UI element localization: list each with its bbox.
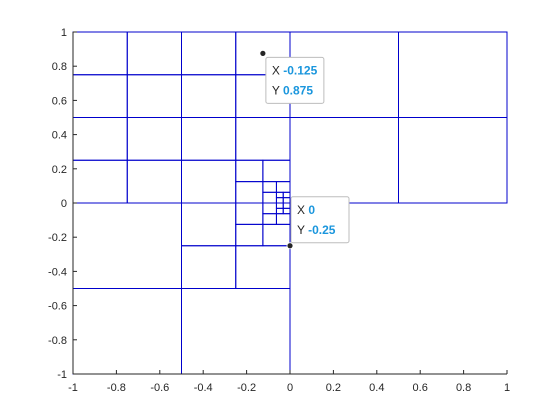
x-tick-label: 0.2 xyxy=(326,382,341,394)
mesh-cell xyxy=(262,213,277,225)
y-tick-label: 0.6 xyxy=(52,95,67,107)
mesh-cell xyxy=(235,181,264,204)
mesh-cell xyxy=(72,74,128,118)
datatip-box xyxy=(265,56,325,104)
y-tick-label: 0.2 xyxy=(52,164,67,176)
mesh-cell xyxy=(72,117,128,161)
mesh-cell xyxy=(181,245,237,289)
mesh-cell xyxy=(72,159,128,204)
mesh-cell xyxy=(398,31,508,118)
datatip-x-label: X xyxy=(297,203,308,217)
x-tick-label: -0.8 xyxy=(107,382,126,394)
y-tick-label: -0.2 xyxy=(48,232,67,244)
y-tick-label: 0.4 xyxy=(52,130,67,142)
y-tick-label: -0.4 xyxy=(48,266,67,278)
datatip-marker[interactable] xyxy=(286,242,294,250)
datatip-x-row: X 0 xyxy=(297,203,315,217)
datatip-x-label: X xyxy=(272,63,283,77)
mesh-cell xyxy=(126,159,182,204)
mesh-cell xyxy=(126,117,182,161)
mesh-cell xyxy=(235,159,264,183)
mesh-cell xyxy=(235,202,264,225)
mesh-cell xyxy=(275,181,291,193)
mesh-cell xyxy=(282,191,291,199)
mesh-cell xyxy=(275,213,291,225)
datatip-box xyxy=(290,196,350,244)
mesh-cell xyxy=(181,288,291,375)
mesh-cell xyxy=(398,117,508,204)
mesh-cell xyxy=(282,202,291,209)
datatip-y-row: Y 0.875 xyxy=(272,83,313,97)
datatip-y-label: Y xyxy=(272,83,283,97)
mesh-cell xyxy=(181,159,237,204)
mesh-cell xyxy=(235,223,264,247)
mesh-cell xyxy=(126,74,182,118)
x-tick-label: 0.6 xyxy=(413,382,428,394)
mesh-cell xyxy=(282,197,291,204)
datatip-x-row: X -0.125 xyxy=(272,63,318,77)
datatip-marker[interactable] xyxy=(259,49,267,57)
datatip-x-value: -0.125 xyxy=(283,63,317,77)
mesh-cell xyxy=(181,117,237,161)
mesh-cell xyxy=(181,202,237,247)
y-tick-label: 1 xyxy=(61,27,67,39)
x-tick-label: 1 xyxy=(504,382,510,394)
x-axis-ticks: -1 -0.8 -0.6 -0.4 -0.2 0 0.2 0.4 0.6 0.8 1 xyxy=(68,370,510,394)
datatip[interactable]: X 0Y -0.25 xyxy=(286,196,350,250)
mesh-cell xyxy=(282,207,291,215)
mesh-cell xyxy=(262,223,291,247)
y-tick-label: 0.8 xyxy=(52,61,67,73)
mesh-cell xyxy=(235,245,291,289)
datatip-y-value: 0.875 xyxy=(283,83,313,97)
mesh-cell xyxy=(181,74,237,118)
mesh-cell xyxy=(72,288,182,375)
mesh-cell xyxy=(275,207,284,215)
datatip-x-value: 0 xyxy=(308,203,315,217)
x-tick-label: -0.4 xyxy=(194,382,213,394)
mesh-cell xyxy=(126,31,182,76)
y-tick-label: -0.8 xyxy=(48,335,67,347)
x-tick-label: -0.2 xyxy=(237,382,256,394)
mesh-cell xyxy=(275,197,284,204)
mesh-cell xyxy=(275,191,284,199)
datatip-y-row: Y -0.25 xyxy=(297,223,336,237)
mesh-cell xyxy=(262,202,277,215)
y-tick-label: 0 xyxy=(61,198,67,210)
mesh-cell xyxy=(262,159,291,183)
mesh-cell xyxy=(262,181,277,193)
x-tick-label: 0.4 xyxy=(369,382,384,394)
x-tick-label: -0.6 xyxy=(150,382,169,394)
x-tick-label: -1 xyxy=(68,382,78,394)
mesh-cell xyxy=(235,117,291,161)
y-axis-ticks: 1 0.8 0.6 0.4 0.2 0 -0.2 -0.4 -0.6 -0.8 -1 xyxy=(48,27,77,381)
mesh-cell xyxy=(262,191,277,204)
mesh-cell xyxy=(72,31,128,76)
x-tick-label: 0.8 xyxy=(456,382,471,394)
datatip-y-label: Y xyxy=(297,223,308,237)
mesh-cell xyxy=(289,117,399,204)
x-tick-label: 0 xyxy=(287,382,293,394)
y-tick-label: -1 xyxy=(57,369,67,381)
mesh-cell xyxy=(181,31,237,76)
datatip-y-value: -0.25 xyxy=(308,223,336,237)
mesh-cell xyxy=(72,202,182,289)
y-tick-label: -0.6 xyxy=(48,301,67,313)
mesh-cell xyxy=(275,202,284,209)
